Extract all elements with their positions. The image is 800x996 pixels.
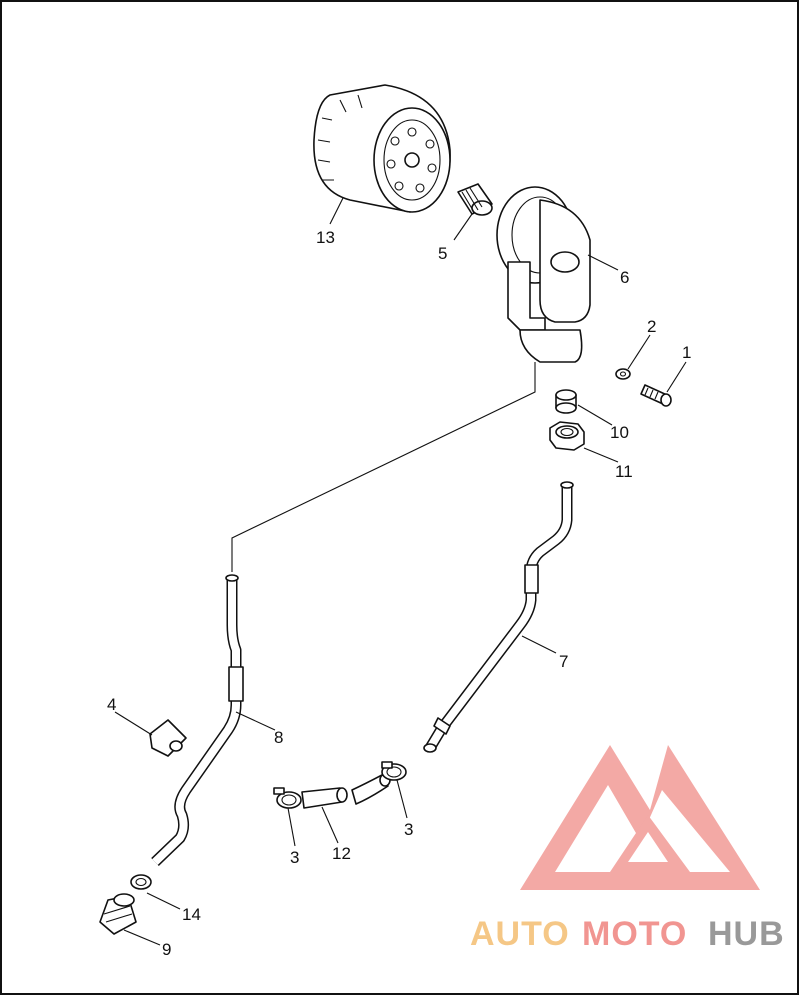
oil-tube-part-8	[151, 574, 244, 866]
hose-clamp-part-3-left	[273, 787, 302, 809]
watermark-word-hub: HUB	[708, 915, 785, 953]
hose-part-12	[301, 773, 391, 809]
filter-adapter-part-6	[496, 186, 591, 363]
spacer-part-10	[555, 389, 577, 414]
clip-part-4	[149, 719, 187, 757]
automotohub-logo: AUTO MOTO HUB	[470, 745, 785, 953]
callout-11: 11	[615, 462, 633, 481]
washer-part-2	[615, 368, 631, 380]
callout-13: 13	[316, 228, 335, 247]
nipple-part-5	[457, 183, 493, 216]
fitting-part-9	[99, 893, 137, 935]
callout-6: 6	[620, 268, 629, 287]
callout-7: 7	[559, 652, 568, 671]
nut-part-11	[549, 421, 585, 451]
screw-part-1	[640, 384, 672, 407]
callout-14: 14	[182, 905, 201, 924]
callout-5: 5	[438, 244, 447, 263]
spacer-part-14	[130, 874, 152, 890]
callout-12: 12	[332, 844, 351, 863]
callout-2: 2	[647, 317, 656, 336]
leader-lines	[114, 197, 687, 946]
watermark-word-auto: AUTO	[470, 915, 570, 953]
callout-10: 10	[610, 423, 629, 442]
callout-8: 8	[274, 728, 283, 747]
callout-3-left: 3	[290, 848, 299, 867]
oil-tube-part-7	[423, 481, 574, 753]
hose-clamp-part-3-right	[381, 761, 407, 781]
watermark-word-moto: MOTO	[582, 915, 687, 953]
callout-9: 9	[162, 940, 171, 959]
callout-labels: 1 2 3 3 4 5 6 7 8 9 10 11 12 13 14	[107, 228, 691, 959]
callout-3-right: 3	[404, 820, 413, 839]
oil-filter-part-13	[313, 84, 451, 213]
callout-1: 1	[682, 343, 691, 362]
callout-4: 4	[107, 695, 116, 714]
